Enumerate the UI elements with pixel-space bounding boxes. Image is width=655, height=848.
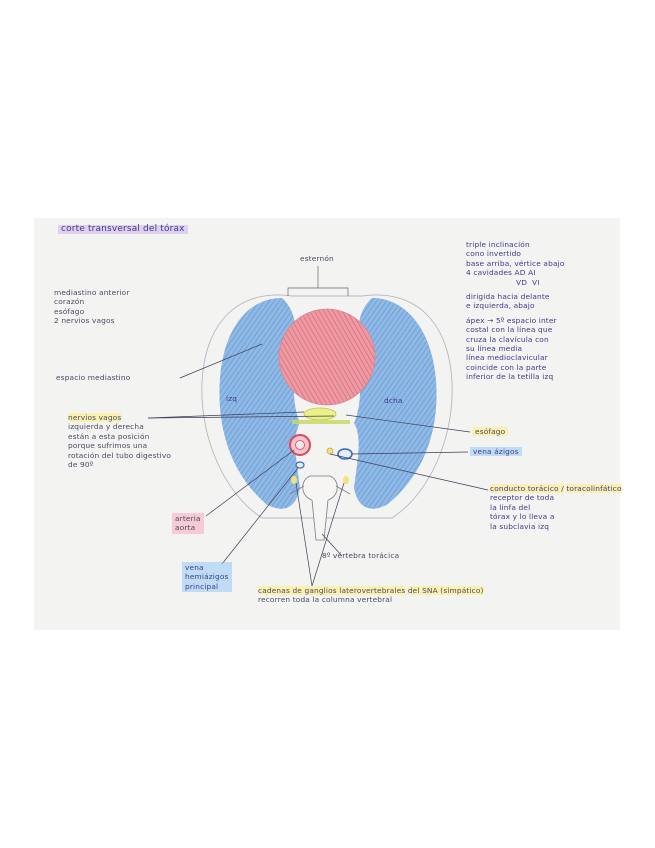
mediastino-item: esófago (54, 306, 85, 316)
note-line: 4 cavidades AD AI (466, 268, 536, 278)
note-line: cadenas de ganglios laterovertebrales (258, 586, 406, 596)
mediastino-anterior-list: mediastino anterior corazón esófago 2 ne… (54, 288, 130, 326)
note-line: coincide con la parte (466, 362, 547, 372)
label-izq: izq (226, 394, 238, 403)
sympathetic-ganglion-left (291, 476, 297, 484)
thoracic-duct (326, 447, 334, 455)
nervios-vagos-heading: nervios vagos (68, 413, 122, 423)
mediastino-item: corazón (54, 297, 85, 307)
note-line: recorren toda la columna vertebral (258, 595, 393, 605)
nervios-vagos-note: nervios vagos izquierda y derecha están … (68, 413, 171, 469)
label-espacio-mediastino: espacio mediastino (56, 373, 131, 382)
note-line: del SNA (simpático) (407, 586, 484, 596)
title: corte transversal del tórax (58, 224, 188, 235)
note-line: línea medioclavicular (466, 353, 548, 363)
leader-lines (147, 343, 489, 587)
note-line: principal (185, 581, 219, 591)
heart-notes: triple inclinación cono invertido base a… (466, 240, 565, 382)
note-line: porque sufrimos una (68, 441, 148, 451)
note-line: la linfa del (490, 502, 531, 512)
note-line: de 90º (68, 460, 94, 470)
note-line: base arriba, vértice abajo (466, 258, 565, 268)
sympathetic-ganglion-right (343, 476, 349, 484)
vertebra (302, 475, 338, 541)
note-line: dirigida hacia delante (466, 292, 550, 302)
paper-sheet: corte transversal del tórax esternón med… (34, 218, 622, 630)
thorax-diagram (34, 218, 620, 630)
note-line: rotación del tubo digestivo (68, 450, 172, 460)
note-line: triple inclinación (466, 240, 530, 249)
note-line: vena (185, 563, 204, 572)
thorax-outline (201, 294, 453, 519)
note-line: inferior de la tetilla izq (466, 372, 554, 382)
note-line: izquierda y derecha (68, 422, 144, 432)
cadenas-ganglios-note: cadenas de ganglios laterovertebrales de… (258, 586, 484, 605)
note-line: tórax y lo lleva a (490, 512, 555, 522)
conducto-toracico-note: conducto torácico / toracolinfático rece… (490, 484, 622, 531)
label-esofago: esófago (472, 427, 509, 437)
note-line: están a esta posición (68, 431, 150, 441)
note-line: aorta (175, 523, 196, 533)
label-esternon: esternón (300, 254, 334, 263)
label-vertebra: 8º vértebra torácica (322, 551, 400, 560)
label-vena-hemiazigos: vena hemiázigos principal (182, 562, 232, 593)
hemiazygos-vein (295, 461, 305, 469)
label-dcha: dcha (384, 396, 403, 405)
note-line: su línea media (466, 344, 523, 354)
note-line: la subclavia izq (490, 521, 550, 531)
note-line: cono invertido (466, 249, 522, 259)
note-line: ápex → 5º espacio inter (466, 315, 557, 325)
mediastino-item: 2 nervios vagos (54, 316, 115, 326)
heart (278, 308, 376, 406)
esophagus (303, 407, 337, 421)
note-line: costal con la línea que (466, 325, 553, 335)
label-vena-azigos: vena ázigos (470, 447, 522, 457)
label-arteria-aorta: arteria aorta (172, 513, 204, 534)
note-line: hemiázigos (185, 572, 229, 582)
note-line: conducto torácico / (490, 484, 564, 494)
mediastino-item: mediastino anterior (54, 288, 130, 297)
note-line: receptor de toda (490, 493, 555, 503)
note-line: toracolinfático (566, 484, 622, 494)
note-line: VD VI (466, 277, 540, 287)
note-line: e izquierda, abajo (466, 301, 535, 311)
note-line: cruza la clavícula con (466, 334, 549, 344)
note-line: arteria (175, 514, 201, 523)
